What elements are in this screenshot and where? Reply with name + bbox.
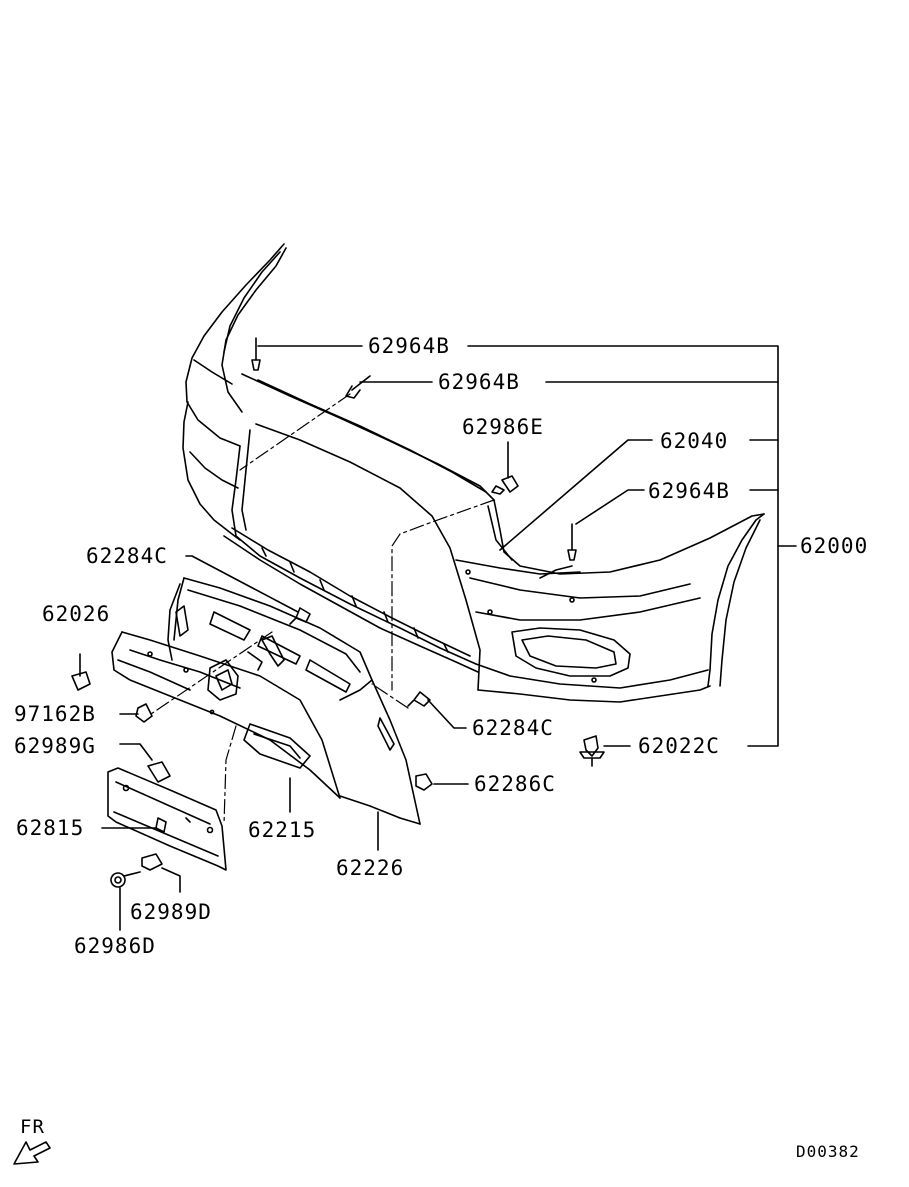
diagram-id: D00382 <box>796 1142 860 1161</box>
callout-62986d: 62986D <box>74 934 156 958</box>
callout-62215: 62215 <box>248 818 317 842</box>
callout-62000: 62000 <box>800 534 869 558</box>
callout-62964b-right: 62964B <box>648 479 730 503</box>
front-grille <box>111 631 341 799</box>
callout-62286c: 62286C <box>474 772 556 796</box>
assembly-bracket-62000 <box>467 345 797 747</box>
bumper-cover <box>182 243 765 703</box>
front-direction-label: FR <box>20 1116 45 1138</box>
callout-62284c-lower: 62284C <box>472 716 554 740</box>
callout-62989d: 62989D <box>130 900 212 924</box>
callout-62226: 62226 <box>336 856 405 880</box>
assembly-lines <box>147 393 495 825</box>
callout-62040: 62040 <box>660 429 729 453</box>
license-plate-bracket <box>107 767 227 871</box>
front-direction-arrow <box>13 1141 51 1165</box>
callout-62815: 62815 <box>16 816 85 840</box>
callout-62989g: 62989G <box>14 734 96 758</box>
callout-62964b-mid: 62964B <box>438 370 520 394</box>
callout-62022c: 62022C <box>638 734 720 758</box>
grille-frame <box>167 577 421 825</box>
callout-62284c-upper: 62284C <box>86 544 168 568</box>
leader-lines <box>79 345 653 931</box>
callout-62964b-top: 62964B <box>368 334 450 358</box>
fasteners <box>71 337 605 888</box>
callout-97162b: 97162B <box>14 702 96 726</box>
callout-62986e: 62986E <box>462 415 544 439</box>
callout-62026: 62026 <box>42 602 111 626</box>
